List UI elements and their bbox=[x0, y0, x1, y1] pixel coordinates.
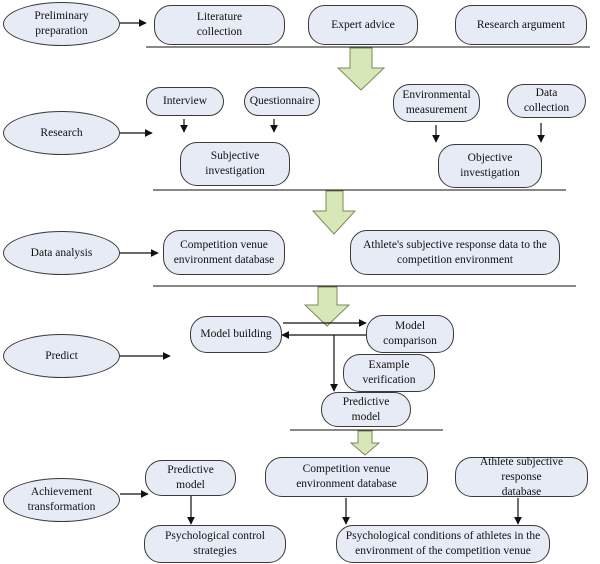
node-literature-collection: Literature collection bbox=[154, 5, 285, 45]
node-model-comparison: Model comparison bbox=[366, 315, 454, 353]
node-predictive-model-center: Predictive model bbox=[321, 392, 411, 427]
stage-achievement-transformation: Achievement transformation bbox=[3, 478, 120, 522]
node-model-building: Model building bbox=[190, 316, 282, 353]
node-interview: Interview bbox=[146, 87, 224, 116]
stage-preliminary-preparation: Preliminary preparation bbox=[3, 2, 120, 46]
node-athlete-response-database: Athlete subjective response database bbox=[455, 456, 588, 498]
node-athlete-subjective-response-data: Athlete's subjective response data to th… bbox=[350, 230, 560, 275]
node-psychological-control-strategies: Psychological control strategies bbox=[144, 525, 286, 563]
node-objective-investigation: Objective investigation bbox=[438, 144, 542, 188]
stage-arrow-4 bbox=[349, 430, 381, 456]
node-research-argument: Research argument bbox=[455, 5, 587, 45]
stage-arrow-1 bbox=[336, 47, 386, 91]
node-venue-environment-database: Competition venue environment database bbox=[265, 457, 428, 497]
stage-arrow-3 bbox=[303, 286, 351, 327]
node-competition-venue-environment-database: Competition venue environment database bbox=[163, 230, 285, 275]
node-subjective-investigation: Subjective investigation bbox=[180, 142, 290, 186]
stage-research: Research bbox=[3, 111, 120, 155]
node-environmental-measurement: Environmental measurement bbox=[393, 84, 480, 122]
node-psychological-conditions: Psychological conditions of athletes in … bbox=[336, 525, 550, 563]
node-questionnaire: Questionnaire bbox=[244, 87, 320, 116]
node-expert-advice: Expert advice bbox=[308, 5, 418, 45]
stage-arrow-2 bbox=[311, 190, 357, 235]
stage-data-analysis: Data analysis bbox=[3, 231, 120, 275]
stage-predict: Predict bbox=[3, 334, 120, 378]
node-predictive-model: Predictive model bbox=[145, 460, 236, 496]
node-example-verification: Example verification bbox=[343, 354, 435, 392]
node-data-collection: Data collection bbox=[507, 84, 586, 118]
